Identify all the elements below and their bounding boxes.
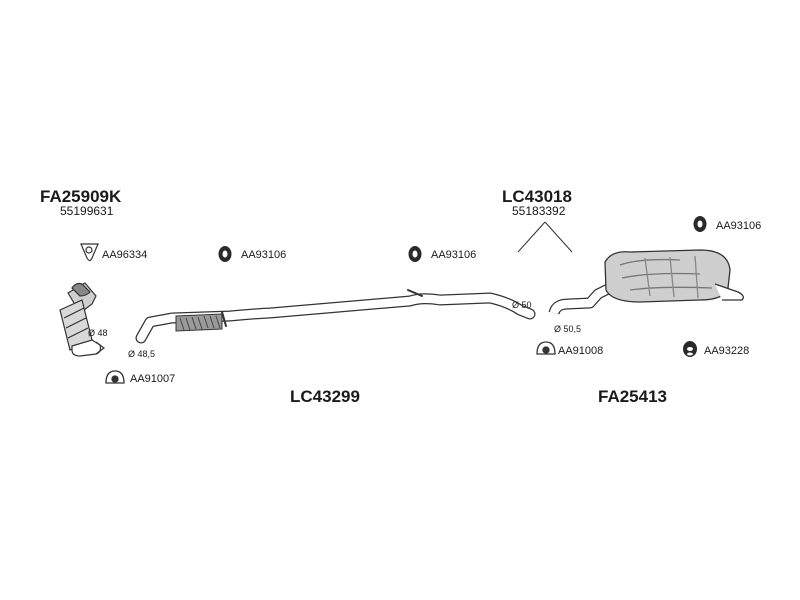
cat-converter-oem: 55199631: [60, 204, 114, 218]
clamp-front-label: AA91007: [130, 373, 176, 385]
cat-converter-code: FA25909K: [40, 187, 122, 206]
catalytic-converter: [59, 282, 105, 357]
cat-outlet-diameter: Ø 48: [88, 328, 108, 338]
hanger-2-label: AA93106: [431, 249, 477, 261]
middle-pipe: [135, 289, 536, 344]
clamp-rear-icon: [536, 341, 556, 355]
pipe-rear-diameter: Ø 50: [512, 300, 532, 310]
hanger-3-icon: [693, 216, 707, 232]
hanger-2-icon: [408, 246, 422, 262]
hanger-1-icon: [218, 246, 232, 262]
clamp-front-icon: [105, 370, 125, 384]
pipe-front-diameter: Ø 48,5: [128, 349, 156, 359]
pipe-set-oem: 55183392: [512, 204, 566, 218]
hanger-3-label: AA93106: [716, 220, 762, 232]
pipe-set-pointer: [517, 221, 573, 253]
gasket-front-icon: [80, 243, 99, 262]
clamp-rear-label: AA91008: [558, 345, 604, 357]
gasket-front-label: AA96334: [102, 249, 148, 261]
silencer-inlet-diameter: Ø 50,5: [554, 324, 582, 334]
rear-silencer: [548, 249, 744, 315]
hanger-rear-label: AA93228: [704, 345, 750, 357]
rear-silencer-code: FA25413: [598, 387, 667, 406]
hanger-rear-icon: [683, 341, 697, 357]
middle-pipe-code: LC43299: [290, 387, 360, 406]
hanger-1-label: AA93106: [241, 249, 287, 261]
flex-pipe: [175, 313, 223, 332]
pipe-set-code: LC43018: [502, 187, 572, 206]
